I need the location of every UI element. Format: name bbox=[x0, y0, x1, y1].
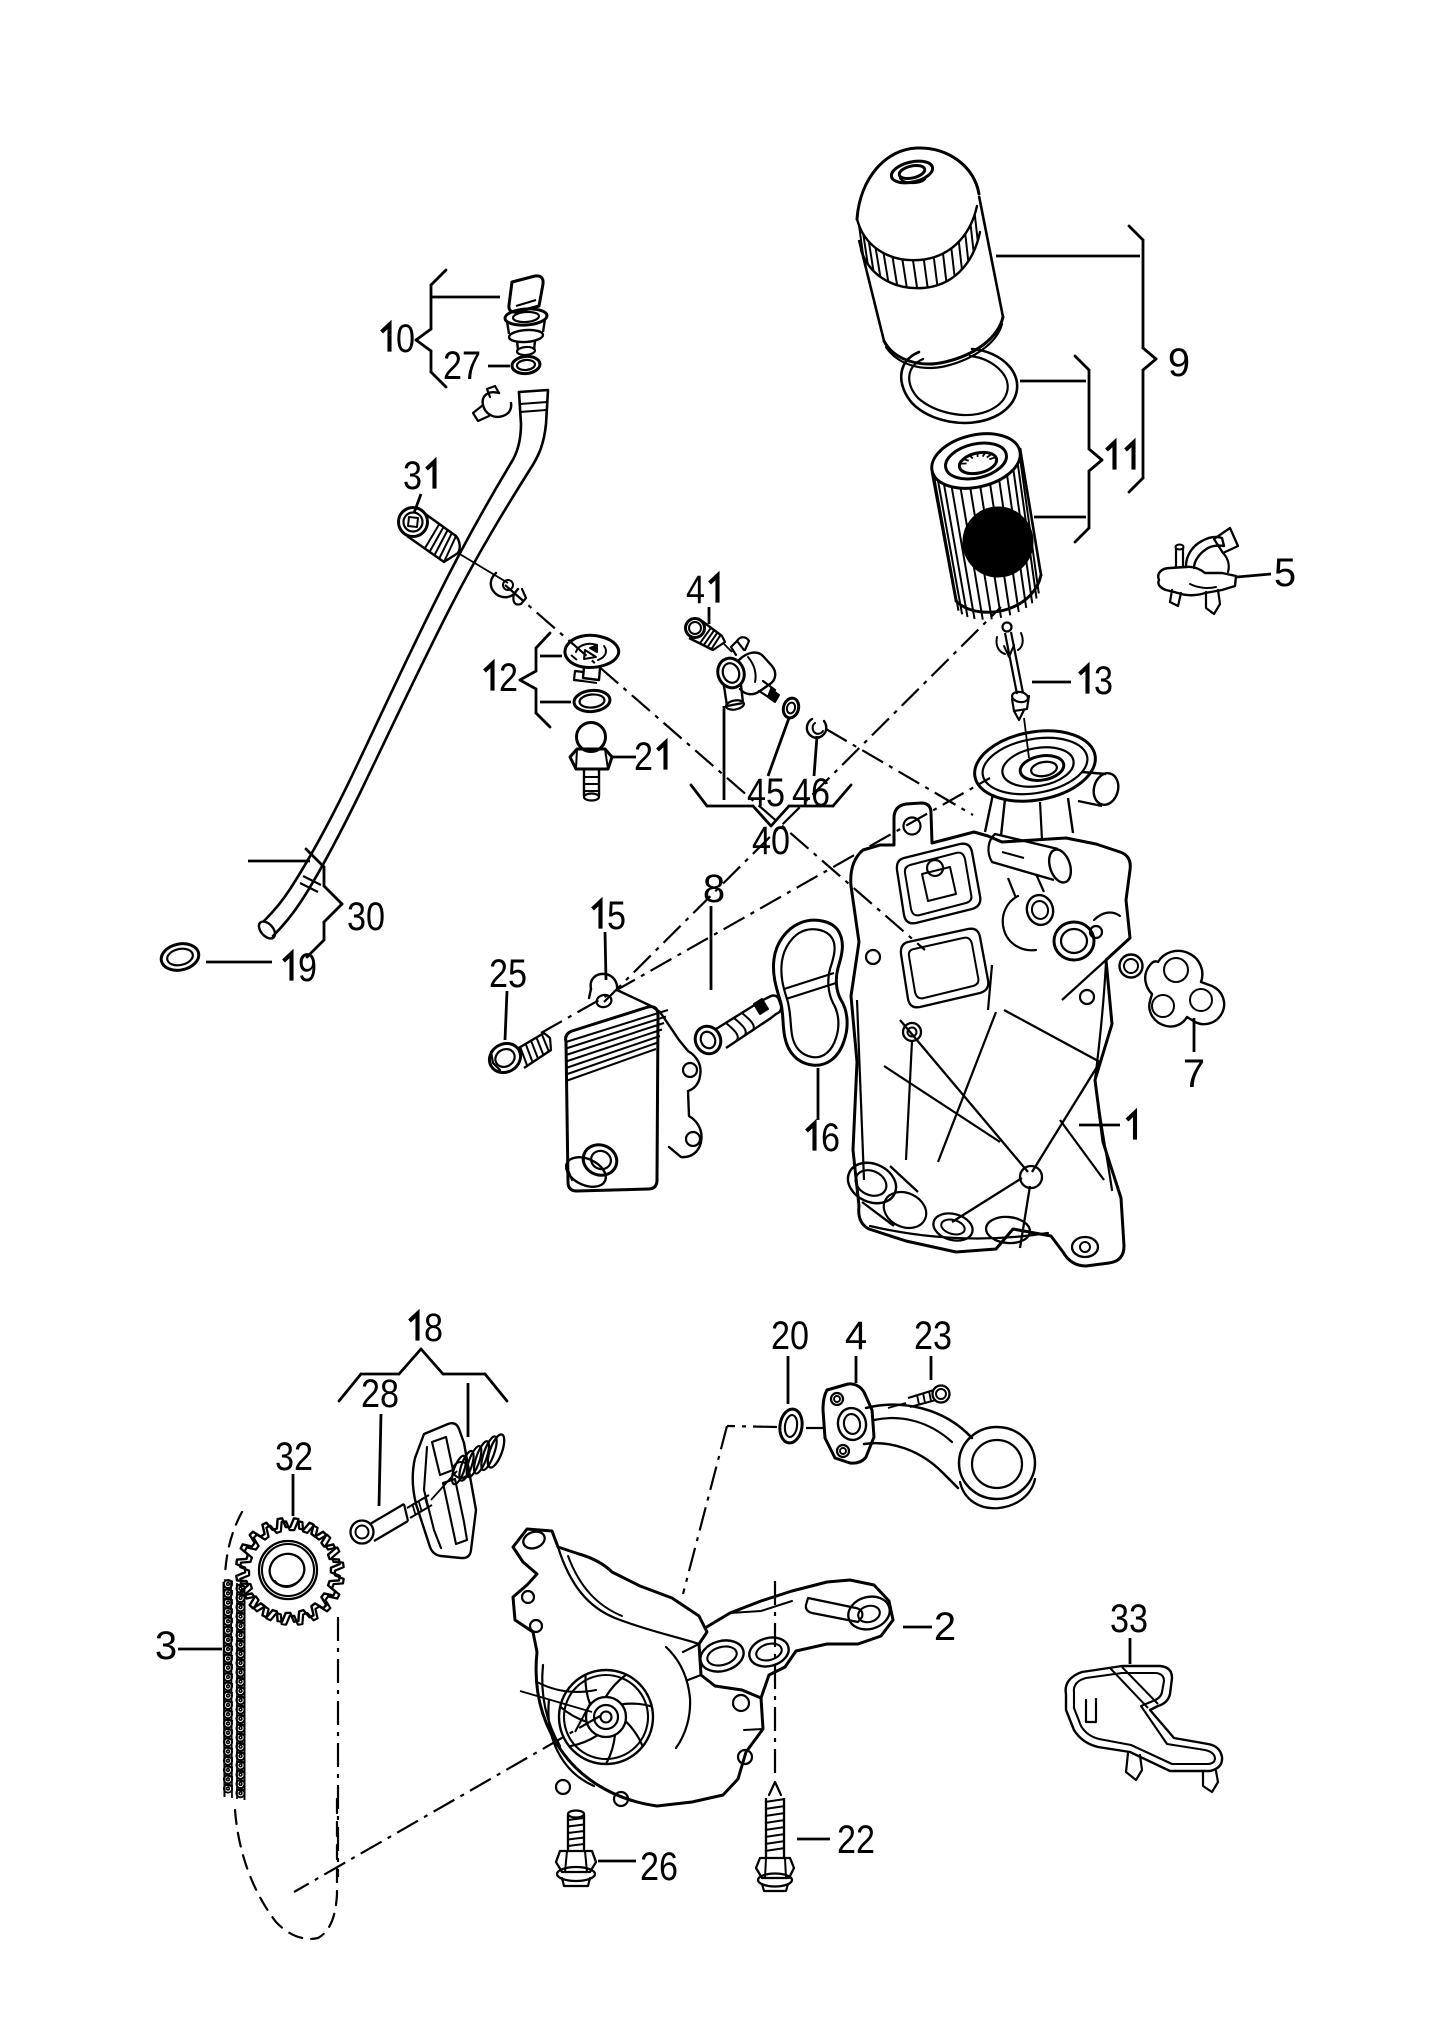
svg-text:9: 9 bbox=[298, 946, 317, 990]
svg-text:33: 33 bbox=[1110, 1597, 1148, 1641]
svg-text:4: 4 bbox=[845, 1314, 867, 1358]
svg-text:8: 8 bbox=[703, 867, 725, 911]
svg-text:2: 2 bbox=[634, 735, 653, 779]
svg-text:26: 26 bbox=[640, 1845, 678, 1889]
svg-text:9: 9 bbox=[1168, 341, 1190, 385]
svg-text:8: 8 bbox=[424, 1306, 443, 1350]
svg-text:3: 3 bbox=[1094, 659, 1113, 703]
svg-text:3: 3 bbox=[155, 1624, 177, 1668]
svg-text:4: 4 bbox=[686, 568, 705, 612]
svg-text:45: 45 bbox=[747, 771, 785, 815]
svg-text:2: 2 bbox=[499, 656, 518, 700]
svg-text:3: 3 bbox=[403, 454, 422, 498]
svg-text:20: 20 bbox=[771, 1314, 809, 1358]
svg-text:0: 0 bbox=[396, 317, 415, 361]
svg-text:5: 5 bbox=[1274, 551, 1296, 595]
svg-text:2: 2 bbox=[934, 1605, 956, 1649]
svg-text:25: 25 bbox=[489, 952, 527, 996]
svg-text:7: 7 bbox=[1183, 1052, 1205, 1096]
svg-text:32: 32 bbox=[275, 1435, 313, 1479]
svg-text:27: 27 bbox=[443, 344, 481, 388]
svg-text:23: 23 bbox=[914, 1314, 952, 1358]
svg-text:22: 22 bbox=[837, 1818, 875, 1862]
svg-text:5: 5 bbox=[607, 894, 626, 938]
svg-text:28: 28 bbox=[361, 1372, 399, 1416]
svg-text:30: 30 bbox=[347, 895, 385, 939]
svg-text:6: 6 bbox=[821, 1116, 840, 1160]
